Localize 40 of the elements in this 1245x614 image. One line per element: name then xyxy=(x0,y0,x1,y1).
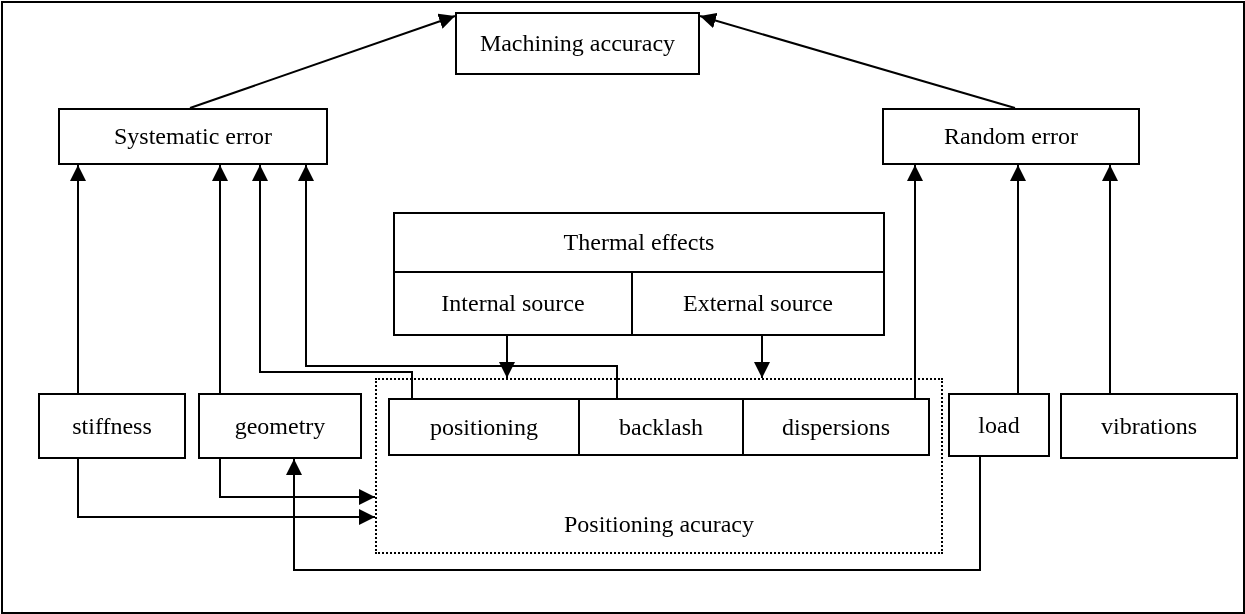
arrow xyxy=(77,458,376,525)
arrow xyxy=(70,164,86,394)
process-box xyxy=(742,398,930,456)
box-label: Machining accuracy xyxy=(478,29,677,59)
process-box xyxy=(198,393,362,459)
arrow xyxy=(907,164,923,399)
box-label: vibrations xyxy=(1100,411,1198,441)
arrow xyxy=(754,335,770,379)
arrow xyxy=(219,458,376,505)
process-box xyxy=(1060,393,1238,459)
box-label: geometry xyxy=(233,411,327,441)
process-box xyxy=(882,108,1140,165)
process-box xyxy=(948,393,1050,457)
arrow xyxy=(286,456,981,571)
box-label: stiffness xyxy=(71,411,153,441)
box-label: dispersions xyxy=(781,412,891,442)
box-label: Random error xyxy=(943,122,1079,152)
arrow xyxy=(699,12,1016,109)
arrow xyxy=(212,164,228,394)
dotted-group-box xyxy=(375,378,943,554)
arrow xyxy=(298,164,618,399)
box-label: backlash xyxy=(618,412,704,442)
heading-text: Thermal effects xyxy=(562,228,716,258)
arrow xyxy=(1010,164,1026,394)
process-box xyxy=(388,398,580,456)
arrow xyxy=(1102,164,1118,394)
process-box xyxy=(578,398,744,456)
box-label: load xyxy=(977,410,1021,440)
box-label: positioning xyxy=(429,412,539,442)
arrow xyxy=(189,13,456,109)
table-box xyxy=(393,212,885,336)
process-box xyxy=(58,108,328,165)
box-label: Internal source xyxy=(440,289,586,319)
process-box xyxy=(455,12,700,75)
arrow xyxy=(499,335,515,379)
arrow xyxy=(252,164,413,399)
heading-text: Positioning acuracy xyxy=(563,509,755,539)
box-label: External source xyxy=(682,289,834,319)
box-label: Systematic error xyxy=(113,122,273,152)
process-box xyxy=(38,393,186,459)
